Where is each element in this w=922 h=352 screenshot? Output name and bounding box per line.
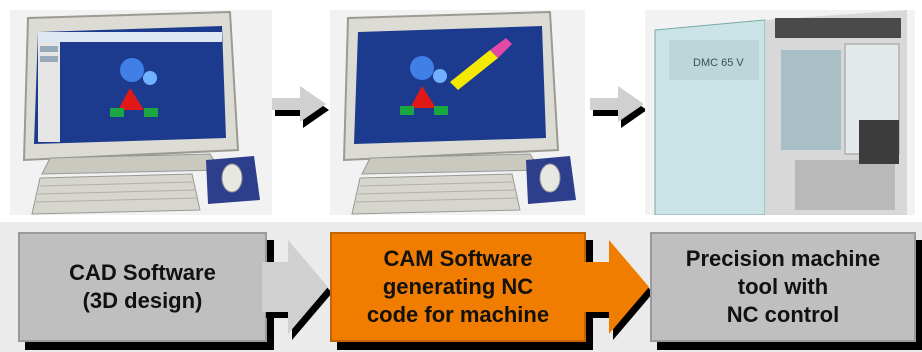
flow-arrow-icon bbox=[590, 86, 647, 128]
flow-arrow-icon bbox=[272, 86, 329, 128]
step-cad-box: CAD Software (3D design) bbox=[18, 232, 267, 342]
step-machine-box: Precision machine tool with NC control bbox=[650, 232, 916, 342]
cnc-machine-image: DMC 65 V bbox=[645, 10, 915, 215]
step-cam-box: CAM Software generating NC code for mach… bbox=[330, 232, 586, 342]
cad-computer-image bbox=[10, 10, 272, 215]
flow-arrow-icon bbox=[583, 240, 653, 340]
cam-computer-image bbox=[330, 10, 585, 215]
flow-arrow-icon bbox=[262, 240, 332, 340]
machine-plate: DMC 65 V bbox=[693, 57, 744, 69]
